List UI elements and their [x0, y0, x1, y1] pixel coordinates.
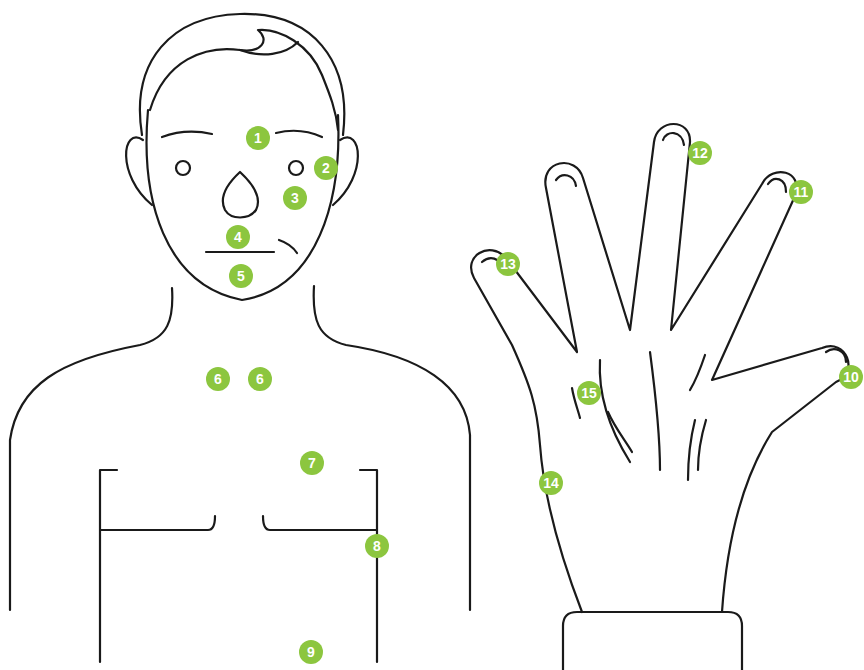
chest-line	[360, 470, 377, 662]
palm-line	[600, 360, 630, 462]
callout-number: 11	[789, 180, 813, 204]
chest-line	[263, 516, 377, 530]
callout-number: 7	[300, 451, 324, 475]
fingernail	[826, 349, 846, 362]
callout-number: 12	[688, 141, 712, 165]
callout-number: 6	[248, 367, 272, 391]
nose	[223, 172, 258, 218]
head-outline	[140, 14, 344, 135]
chest-line	[100, 516, 215, 530]
chest-line	[100, 470, 117, 662]
fingernail	[768, 179, 786, 192]
palm-line	[698, 420, 706, 470]
eye	[289, 161, 303, 175]
neck	[10, 288, 172, 610]
hand-outline	[471, 124, 848, 612]
sleeve-cuff	[563, 612, 742, 670]
callout-number: 10	[839, 365, 863, 389]
callout-number: 2	[314, 156, 338, 180]
callout-number: 15	[577, 381, 601, 405]
callout-number: 3	[283, 186, 307, 210]
ear	[126, 138, 152, 205]
face-outline	[147, 110, 339, 300]
neck	[314, 286, 470, 610]
callout-number: 4	[226, 225, 250, 249]
eyebrow	[162, 132, 212, 137]
palm-line	[650, 352, 660, 470]
callout-number: 5	[229, 264, 253, 288]
callout-number: 8	[365, 534, 389, 558]
palm-line	[690, 355, 705, 390]
palm-line	[608, 412, 632, 452]
palm-line	[688, 420, 695, 480]
mouth	[206, 251, 274, 253]
eye	[176, 161, 190, 175]
callout-number: 14	[539, 471, 563, 495]
fingernail	[556, 175, 576, 186]
eyebrow	[276, 131, 322, 137]
smile-line	[279, 240, 297, 253]
callout-number: 9	[299, 640, 323, 664]
fingernail	[663, 133, 684, 145]
callout-number: 6	[206, 367, 230, 391]
hair-line	[150, 30, 338, 130]
callout-number: 13	[496, 252, 520, 276]
callout-number: 1	[246, 126, 270, 150]
hair-line	[240, 42, 298, 54]
